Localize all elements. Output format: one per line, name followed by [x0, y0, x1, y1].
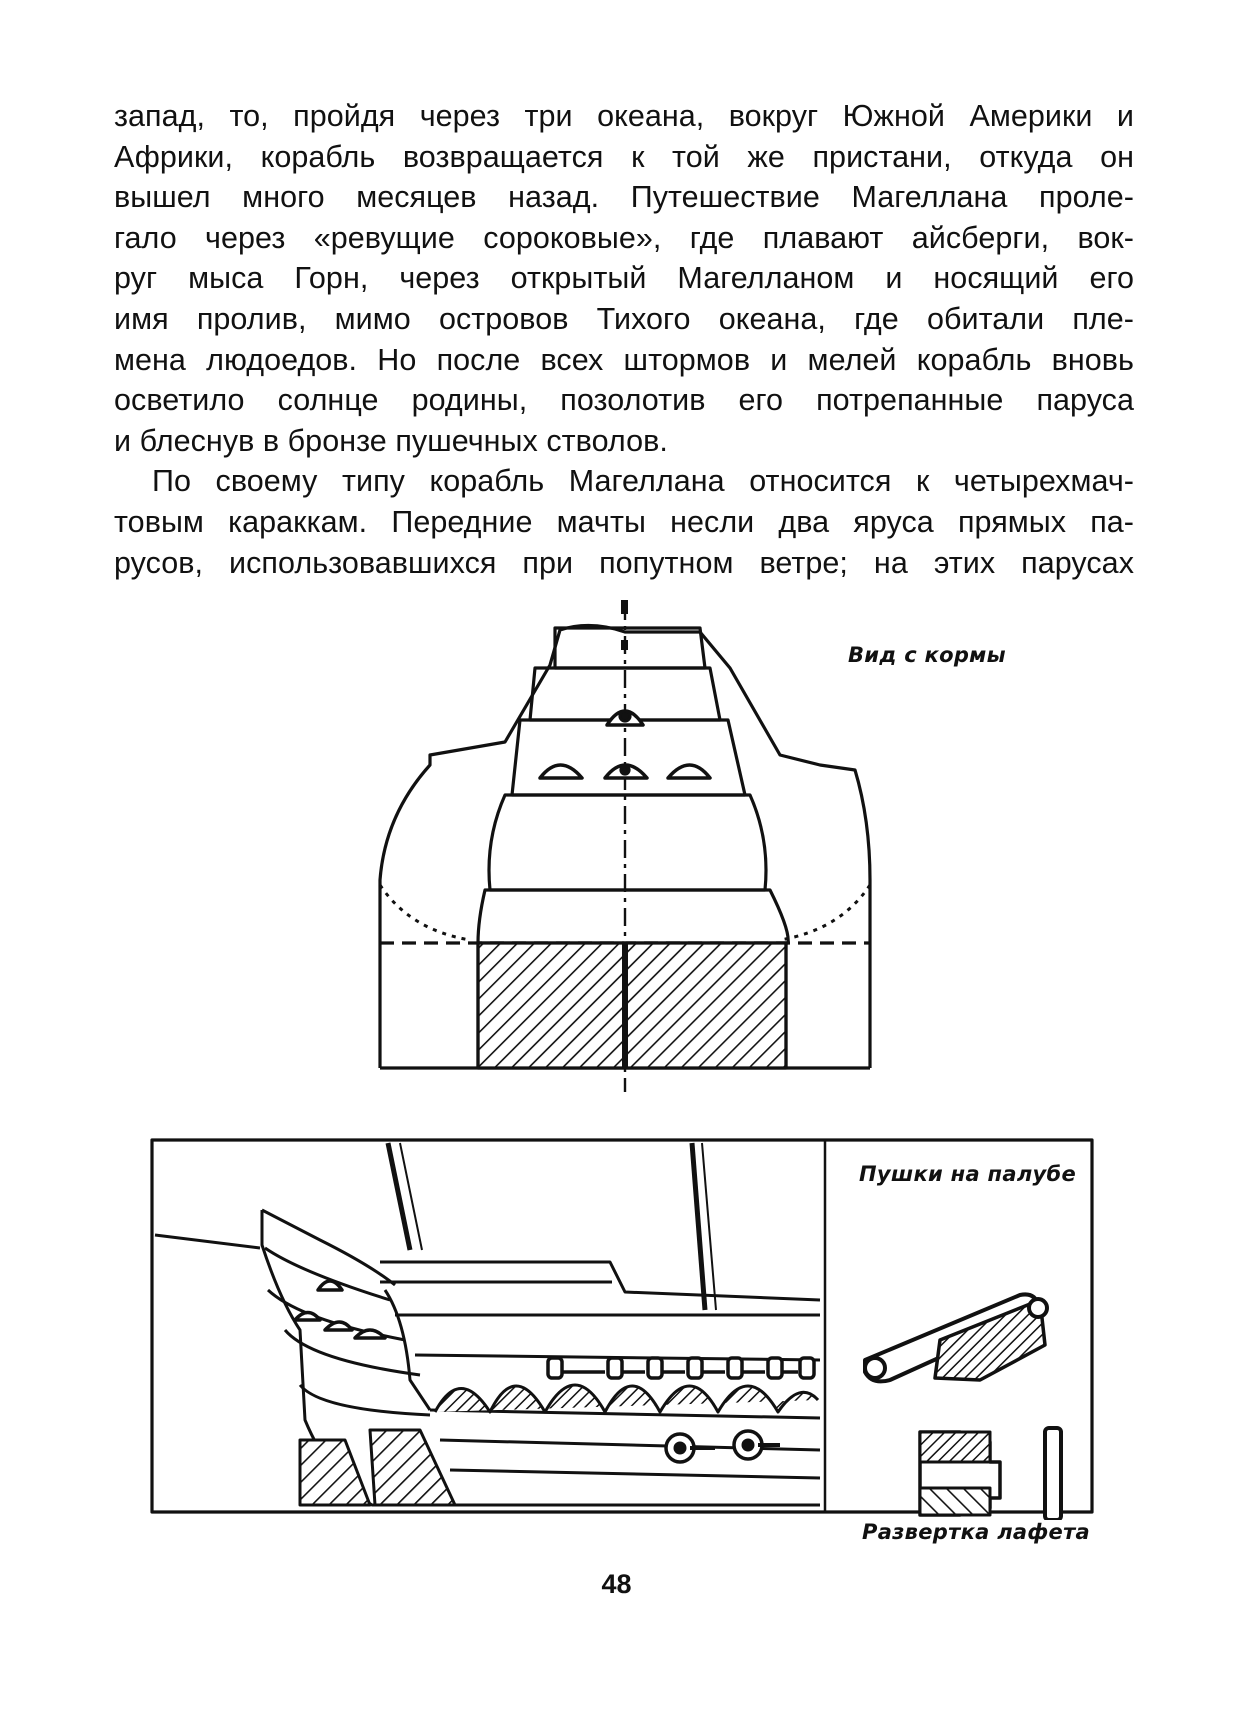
paragraph-2: По своему типу корабль Магеллана относит… [114, 461, 1134, 583]
carriage-layout-drawing [918, 1426, 1063, 1522]
text-line: мена людоедов. Но после всех штормов и м… [114, 342, 1134, 377]
text-line: и блеснув в бронзе пушечных стволов. [114, 423, 668, 458]
deck-view-drawing [150, 1138, 1094, 1522]
stern-view-drawing [378, 600, 872, 1092]
text-line: гало через «ревущие сороковые», где плав… [114, 220, 1134, 255]
deck-guns-caption: Пушки на палубе [859, 1162, 1076, 1186]
text-line: руг мыса Горн, через открытый Магелланом… [114, 261, 1134, 296]
text-line: имя пролив, мимо островов Тихого океана,… [114, 301, 1134, 336]
text-line: русов, использовавшихся при попутном вет… [114, 545, 1134, 580]
stern-view-caption: Вид с кормы [848, 643, 1006, 667]
text-line: осветило солнце родины, позолотив его по… [114, 383, 1134, 418]
body-text: запад, то, пройдя через три океана, вокр… [114, 96, 1134, 583]
paragraph-1: запад, то, пройдя через три океана, вокр… [114, 96, 1134, 461]
text-line: По своему типу корабль Магеллана относит… [152, 464, 1134, 499]
carriage-layout-caption: Развертка лафета [860, 1520, 1093, 1544]
text-line: товым караккам. Передние мачты несли два… [114, 504, 1134, 539]
page-number: 48 [601, 1569, 632, 1599]
text-line: Африки, корабль возвращается к той же пр… [114, 139, 1134, 174]
text-line: запад, то, пройдя через три океана, вокр… [114, 99, 1134, 133]
deck-cannon-drawing [863, 1292, 1049, 1384]
text-line: вышел много месяцев назад. Путешествие М… [114, 180, 1134, 215]
